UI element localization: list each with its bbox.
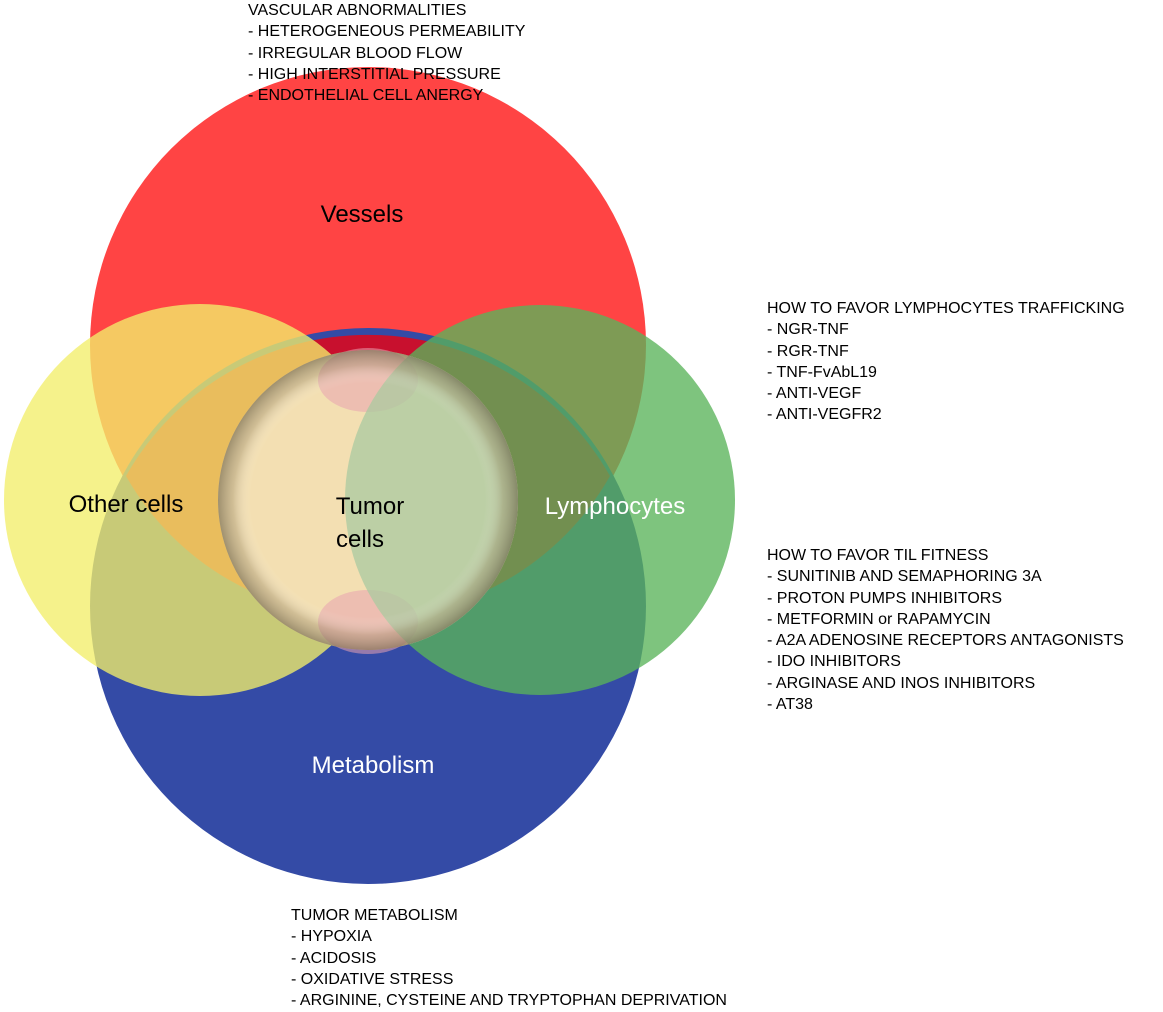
note-item: - A2A ADENOSINE RECEPTORS ANTAGONISTS [767, 632, 1124, 650]
note-item: - ANTI-VEGF [767, 385, 862, 403]
lymphocytes-label: Lymphocytes [545, 493, 686, 520]
note-heading: VASCULAR ABNORMALITIES [248, 2, 467, 19]
vessels-label: Vessels [321, 201, 404, 228]
til-fitness-note: HOW TO FAVOR TIL FITNESS - SUNITINIB AND… [767, 545, 1124, 715]
other-cells-label: Other cells [69, 491, 184, 518]
note-item: - ACIDOSIS [291, 949, 377, 967]
tumor-metabolism-note: TUMOR METABOLISM - HYPOXIA - ACIDOSIS - … [291, 905, 727, 1011]
note-item: - RGR-TNF [767, 342, 849, 360]
note-item: - NGR-TNF [767, 321, 849, 339]
tumor-cells-label-line1: Tumor [336, 493, 404, 520]
note-item: - ANTI-VEGFR2 [767, 406, 882, 424]
note-item: - IDO INHIBITORS [767, 653, 901, 671]
note-item: - METFORMIN or RAPAMYCIN [767, 610, 991, 628]
note-item: - ARGININE, CYSTEINE AND TRYPTOPHAN DEPR… [291, 992, 727, 1010]
tumor-cells-label-line2: cells [336, 526, 384, 553]
metabolism-label: Metabolism [312, 752, 435, 779]
note-item: - OXIDATIVE STRESS [291, 970, 454, 988]
note-item: - SUNITINIB AND SEMAPHORING 3A [767, 568, 1042, 586]
note-item: - HETEROGENEOUS PERMEABILITY [248, 23, 526, 41]
note-item: - ARGINASE AND INOS INHIBITORS [767, 674, 1036, 692]
lymphocytes-trafficking-note: HOW TO FAVOR LYMPHOCYTES TRAFFICKING - N… [767, 298, 1125, 426]
note-heading: HOW TO FAVOR TIL FITNESS [767, 547, 989, 564]
note-heading: HOW TO FAVOR LYMPHOCYTES TRAFFICKING [767, 300, 1125, 317]
note-item: - AT38 [767, 696, 813, 714]
note-item: - HYPOXIA [291, 928, 372, 946]
tumor-core-shading [218, 350, 518, 650]
vascular-abnormalities-note: VASCULAR ABNORMALITIES - HETEROGENEOUS P… [248, 0, 525, 106]
note-item: - ENDOTHELIAL CELL ANERGY [248, 87, 484, 105]
note-item: - HIGH INTERSTITIAL PRESSURE [248, 65, 501, 83]
note-heading: TUMOR METABOLISM [291, 907, 458, 924]
note-item: - PROTON PUMPS INHIBITORS [767, 589, 1002, 607]
note-item: - TNF-FvAbL19 [767, 363, 877, 381]
note-item: - IRREGULAR BLOOD FLOW [248, 44, 463, 62]
